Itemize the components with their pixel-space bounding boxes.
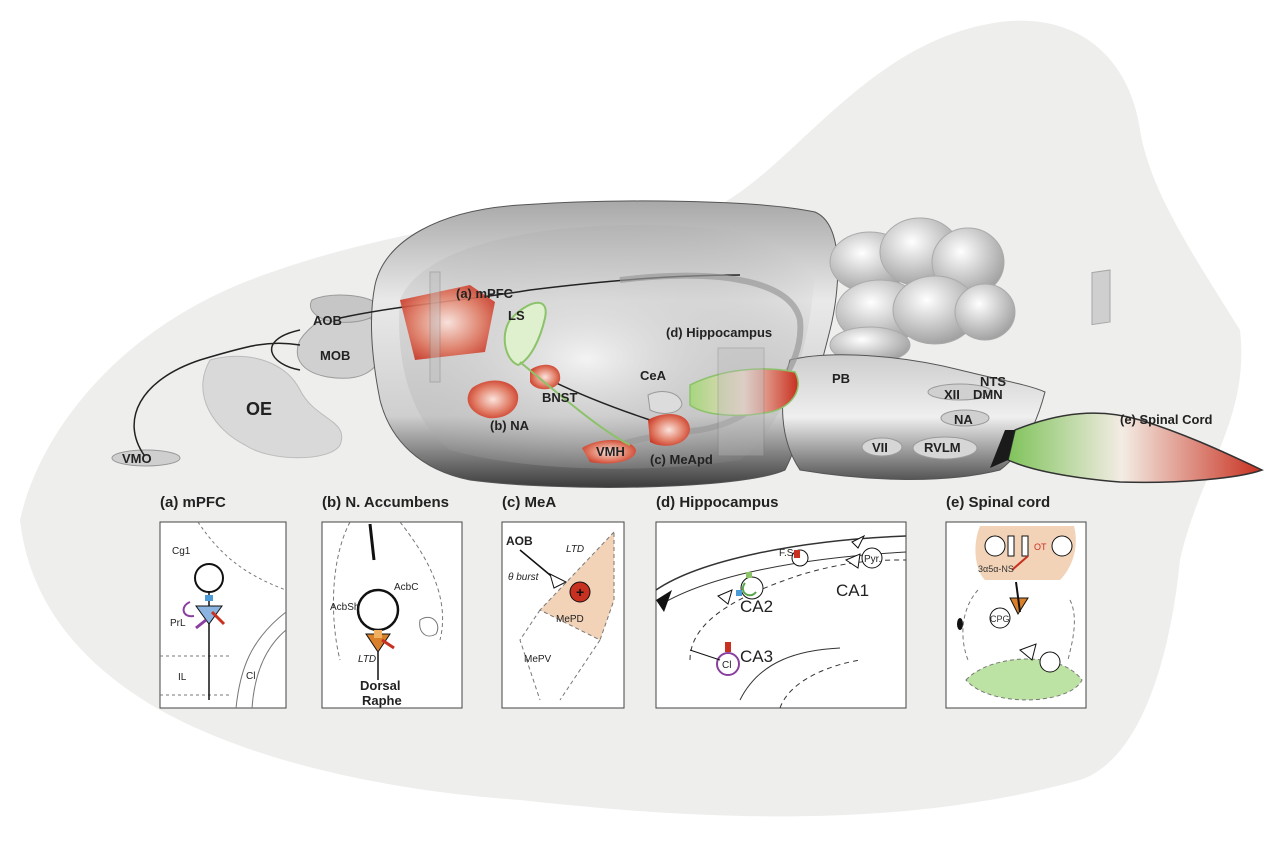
- spinal-section-plane: [1092, 270, 1110, 325]
- panel-c-ltd: LTD: [566, 544, 584, 555]
- panel-c-burst: θ burst: [508, 572, 540, 583]
- label-meapd: (c) MeApd: [650, 452, 713, 467]
- label-oe: OE: [246, 399, 272, 419]
- panel-b-acbc: AcbC: [394, 582, 418, 593]
- label-cea: CeA: [640, 368, 667, 383]
- panel-d-cl: Cl: [722, 660, 731, 671]
- panel-b-ltd: LTD: [358, 654, 376, 665]
- panel-d-ca2: CA2: [740, 597, 773, 616]
- panel-b: AcbC AcbSh LTD Dorsal Raphe: [322, 522, 462, 708]
- panel-a-title: (a) mPFC: [160, 494, 226, 511]
- panel-d-ca1: CA1: [836, 581, 869, 600]
- label-na-region: (b) NA: [490, 418, 530, 433]
- label-hippocampus: (d) Hippocampus: [666, 325, 772, 340]
- panel-a-cl: Cl: [246, 671, 255, 682]
- panel-b-acbsh: AcbSh: [330, 602, 359, 613]
- panel-e: OT 3α5α-NS CPG: [946, 522, 1086, 708]
- panel-d-title: (d) Hippocampus: [656, 494, 779, 511]
- panel-a-il: IL: [178, 672, 187, 683]
- panel-d-ca3: CA3: [740, 647, 773, 666]
- panel-a-cg1: Cg1: [172, 546, 191, 557]
- panel-e-cpg: CPG: [990, 614, 1010, 624]
- label-vmo: VMO: [122, 451, 152, 466]
- panel-c-title: (c) MeA: [502, 494, 556, 511]
- panel-c-mepv: MePV: [524, 654, 552, 665]
- panel-c-plus: +: [576, 584, 584, 600]
- label-aob: AOB: [313, 313, 342, 328]
- panel-c-aob: AOB: [506, 534, 533, 548]
- panel-a-prl: PrL: [170, 618, 186, 629]
- label-ls: LS: [508, 308, 525, 323]
- label-mob: MOB: [320, 348, 350, 363]
- label-bnst: BNST: [542, 390, 577, 405]
- panel-a: Cg1 PrL IL Cl: [160, 522, 286, 708]
- panel-b-dorsal: Dorsal: [360, 678, 400, 693]
- hippocampus-section-plane: [718, 348, 764, 456]
- panel-d-fs: F.S: [779, 548, 794, 559]
- label-dmn: DMN: [973, 387, 1003, 402]
- label-vii: VII: [872, 440, 888, 455]
- label-mpfc: (a) mPFC: [456, 286, 514, 301]
- panel-d-pyr: Pyr.: [864, 554, 881, 565]
- panel-b-title: (b) N. Accumbens: [322, 494, 449, 511]
- panel-e-ns: 3α5α-NS: [978, 564, 1014, 574]
- panel-c: AOB LTD θ burst + MePD MePV: [502, 522, 624, 708]
- panel-d: F.S Pyr. CA1 CA2 CA3 Cl: [656, 522, 906, 708]
- label-xii: XII: [944, 387, 960, 402]
- label-vmh: VMH: [596, 444, 625, 459]
- panel-b-raphe: Raphe: [362, 693, 402, 708]
- panel-e-ot: OT: [1034, 542, 1047, 552]
- mpfc-section-plane: [430, 272, 440, 382]
- panel-e-title: (e) Spinal cord: [946, 494, 1050, 511]
- label-na: NA: [954, 412, 973, 427]
- panel-c-mepd: MePD: [556, 614, 584, 625]
- label-rvlm: RVLM: [924, 440, 961, 455]
- label-pb: PB: [832, 371, 850, 386]
- label-spinal-cord: (e) Spinal Cord: [1120, 412, 1213, 427]
- bnst-region: [530, 365, 560, 389]
